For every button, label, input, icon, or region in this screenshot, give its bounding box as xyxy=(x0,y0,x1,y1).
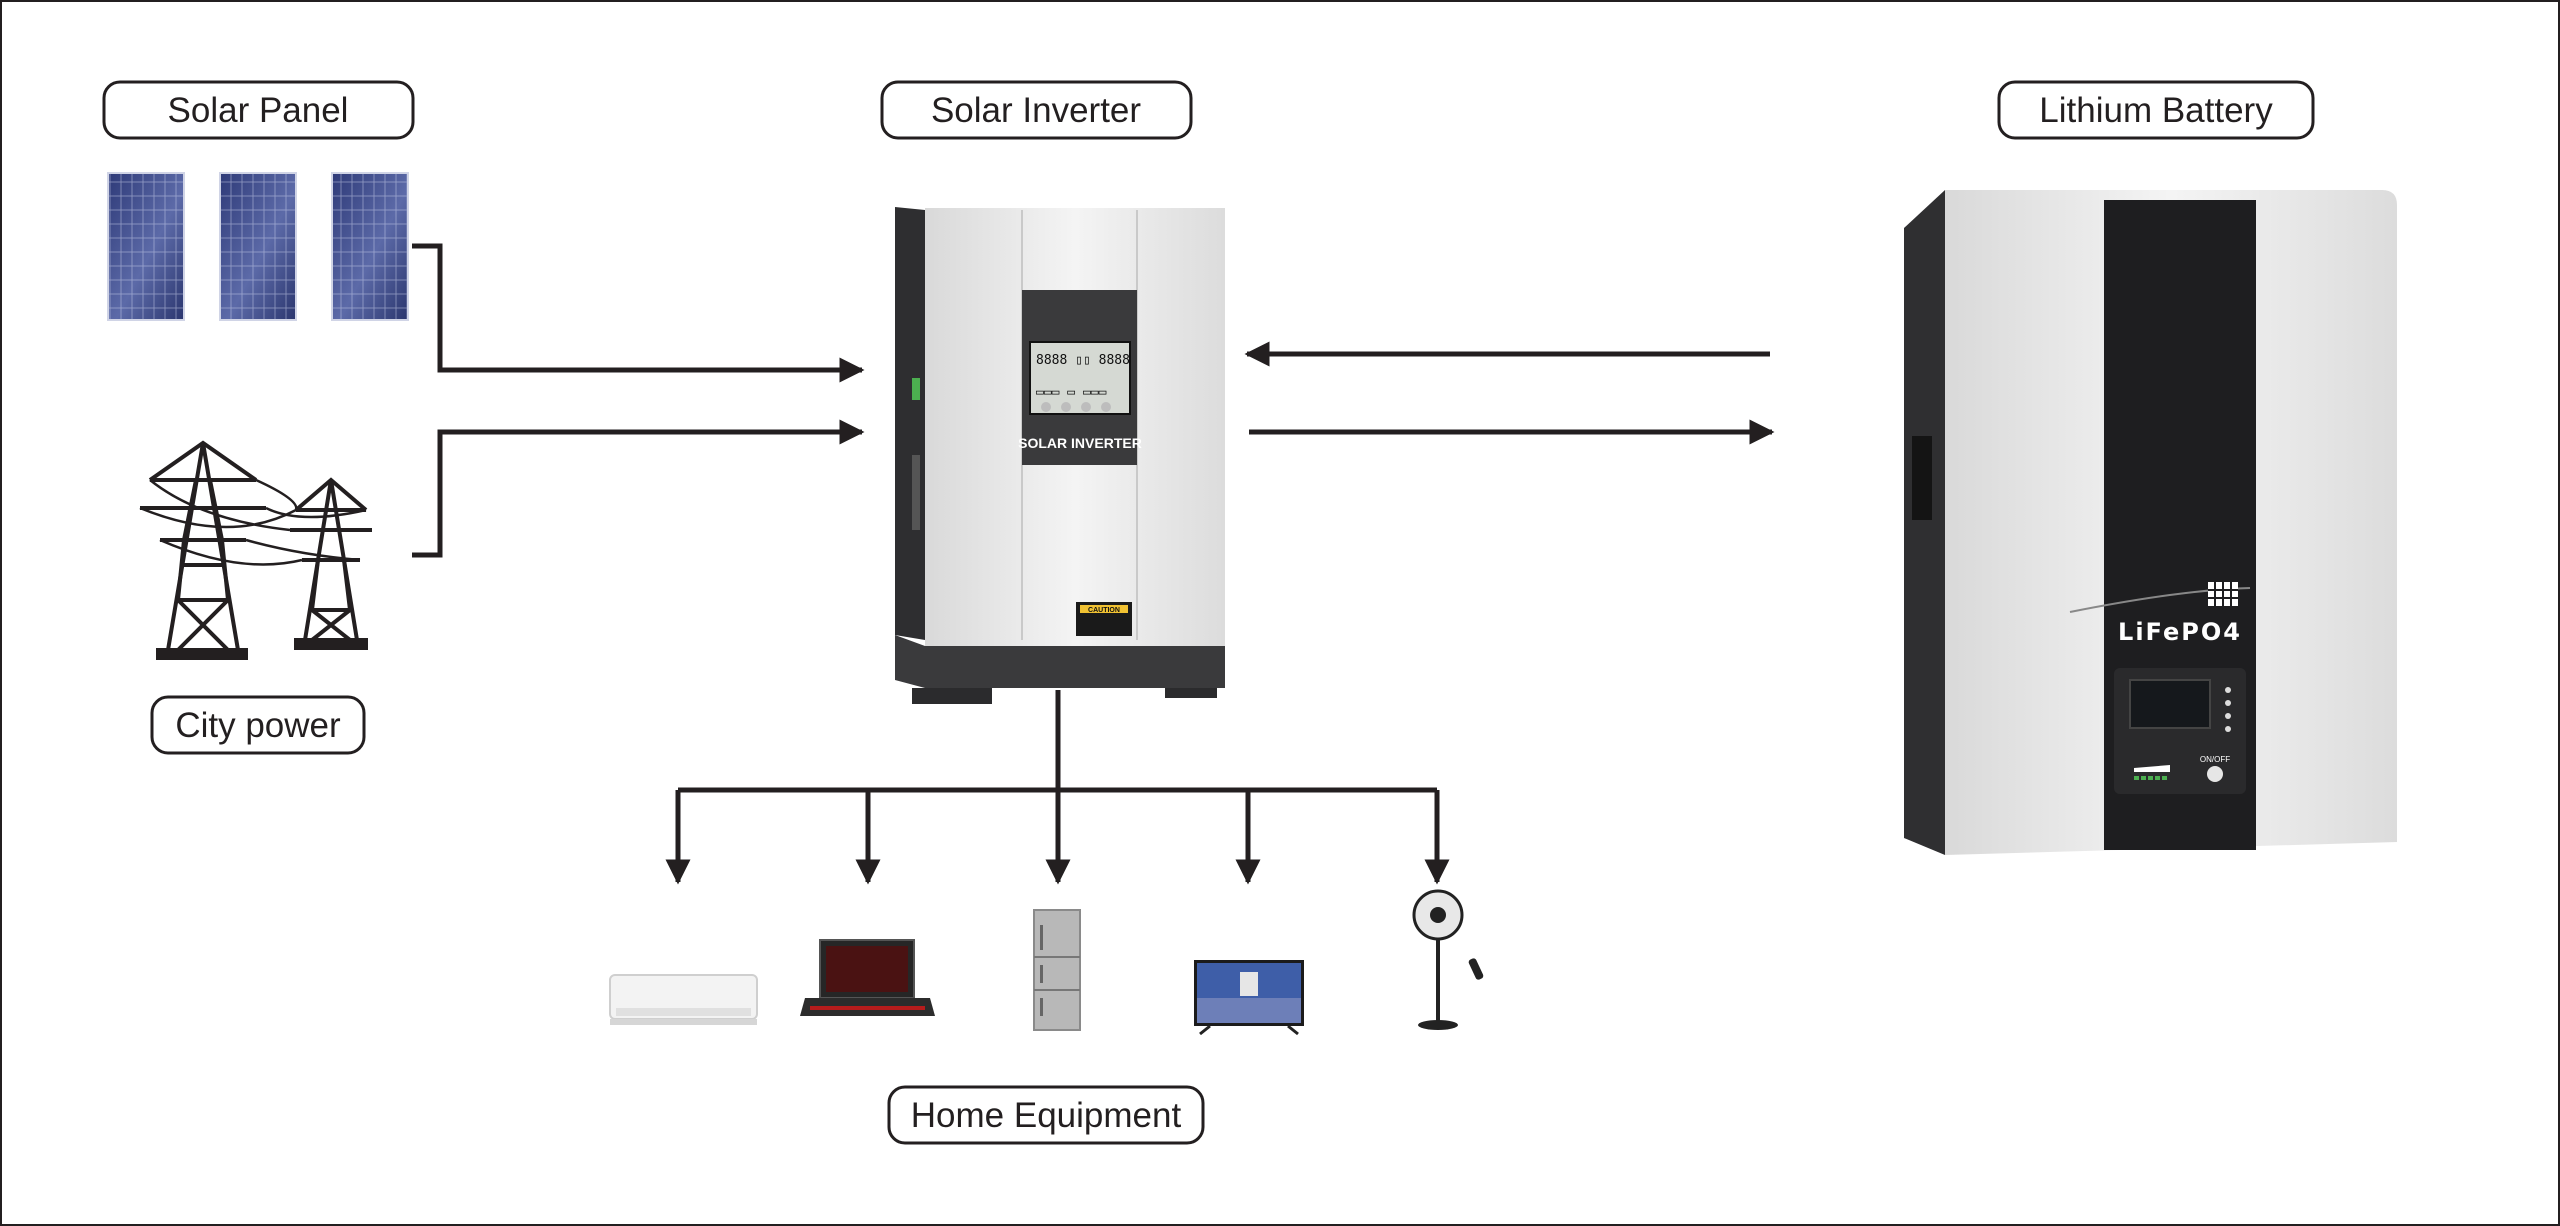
laptop-icon xyxy=(800,939,935,1016)
tower-small xyxy=(290,477,372,650)
battery-soc-leds xyxy=(2134,776,2167,780)
svg-text:LiFePO4: LiFePO4 xyxy=(2118,618,2242,646)
label-solar-inverter: Solar Inverter xyxy=(880,80,1193,140)
air-conditioner-icon xyxy=(609,974,758,1025)
battery-logo-icon xyxy=(2208,582,2238,606)
svg-text:ON/OFF: ON/OFF xyxy=(2200,755,2230,764)
refrigerator-icon xyxy=(1033,909,1081,1031)
power-lines xyxy=(139,478,367,566)
tower-large xyxy=(140,440,266,660)
svg-text:▭▭▭ ▭ ▭▭▭: ▭▭▭ ▭ ▭▭▭ xyxy=(1036,385,1107,400)
svg-text:Solar Inverter: Solar Inverter xyxy=(931,91,1141,130)
svg-text:Lithium Battery: Lithium Battery xyxy=(2039,91,2273,130)
svg-text:Solar Panel: Solar Panel xyxy=(168,91,349,130)
label-solar-panel: Solar Panel xyxy=(102,80,415,140)
solar-inverter-device: 8888 ▯▯ 8888 ▭▭▭ ▭ ▭▭▭ SOLAR INVERTER CA… xyxy=(895,207,1225,704)
svg-text:CAUTION: CAUTION xyxy=(1088,607,1120,614)
battery-power-button xyxy=(2207,766,2223,782)
lithium-battery-device: LiFePO4 ON/OFF xyxy=(1904,190,2397,855)
fan-icon xyxy=(1412,889,1484,1030)
solar-panel-1 xyxy=(107,172,185,321)
solar-panel-icon xyxy=(107,172,409,321)
battery-indicators xyxy=(2225,687,2231,732)
label-home-equipment: Home Equipment xyxy=(887,1085,1205,1145)
television-icon xyxy=(1194,960,1304,1036)
grid-to-inverter-line xyxy=(412,419,865,558)
connection-lines xyxy=(412,243,1775,885)
label-lithium-battery: Lithium Battery xyxy=(1997,80,2315,140)
solar-to-inverter-line xyxy=(412,243,865,383)
inverter-buttons xyxy=(1041,402,1111,412)
svg-text:City power: City power xyxy=(175,706,341,745)
solar-panel-3 xyxy=(331,172,409,321)
svg-text:SOLAR INVERTER: SOLAR INVERTER xyxy=(1018,435,1142,451)
solar-panel-2 xyxy=(219,172,297,321)
label-city-power: City power xyxy=(150,695,366,755)
svg-text:Home Equipment: Home Equipment xyxy=(911,1096,1182,1135)
svg-text:8888 ▯▯ 8888: 8888 ▯▯ 8888 xyxy=(1036,353,1130,368)
power-tower-icon xyxy=(139,440,372,660)
